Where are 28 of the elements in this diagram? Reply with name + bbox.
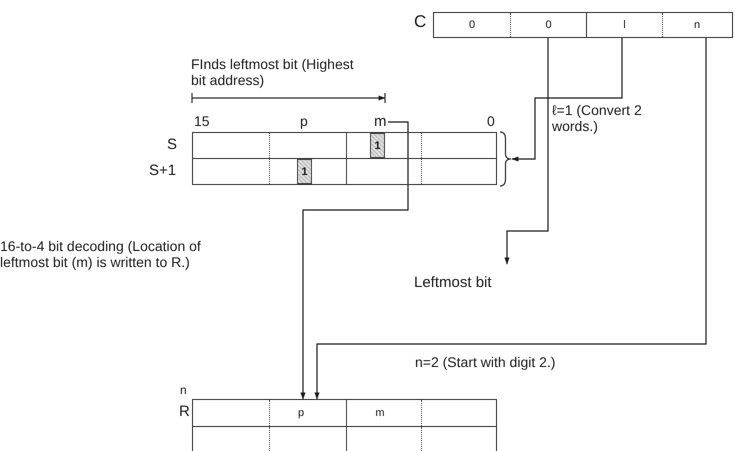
bit-cell: 1 xyxy=(297,159,312,184)
connector-arrow xyxy=(511,37,623,162)
curly-brace xyxy=(499,131,512,187)
column-label: p xyxy=(300,113,309,129)
row-name: R xyxy=(179,404,190,420)
table-row xyxy=(192,427,497,451)
bit-cell: 1 xyxy=(370,133,385,158)
register-name: C xyxy=(414,14,426,30)
note-text: FInds leftmost bit (Highest bit address) xyxy=(191,56,355,88)
digit-cell: n xyxy=(663,13,731,37)
digit-cell: 0 xyxy=(511,13,587,37)
row-name: S xyxy=(167,137,178,153)
digit-label: n xyxy=(180,382,188,398)
connector-arrow xyxy=(504,37,549,265)
column-label: 0 xyxy=(487,113,496,129)
row-name: S+1 xyxy=(149,163,176,179)
bit-label: m xyxy=(374,113,388,131)
column-label: 15 xyxy=(194,113,211,129)
note-text: ℓ=1 (Convert 2 words.) xyxy=(552,102,643,134)
note-text: n=2 (Start with digit 2.) xyxy=(415,354,556,370)
connector-arrow xyxy=(314,37,707,400)
digit-cell: 0 xyxy=(434,13,511,37)
connector-arrow xyxy=(300,121,409,400)
digit-cell: l xyxy=(587,13,663,37)
digit-cell: p xyxy=(291,400,311,426)
digit-cell: m xyxy=(366,400,394,426)
output-label: Leftmost bit xyxy=(414,264,544,294)
note-text: 16-to-4 bit decoding (Location of leftmost bit (m) is written to R.) xyxy=(0,238,202,270)
